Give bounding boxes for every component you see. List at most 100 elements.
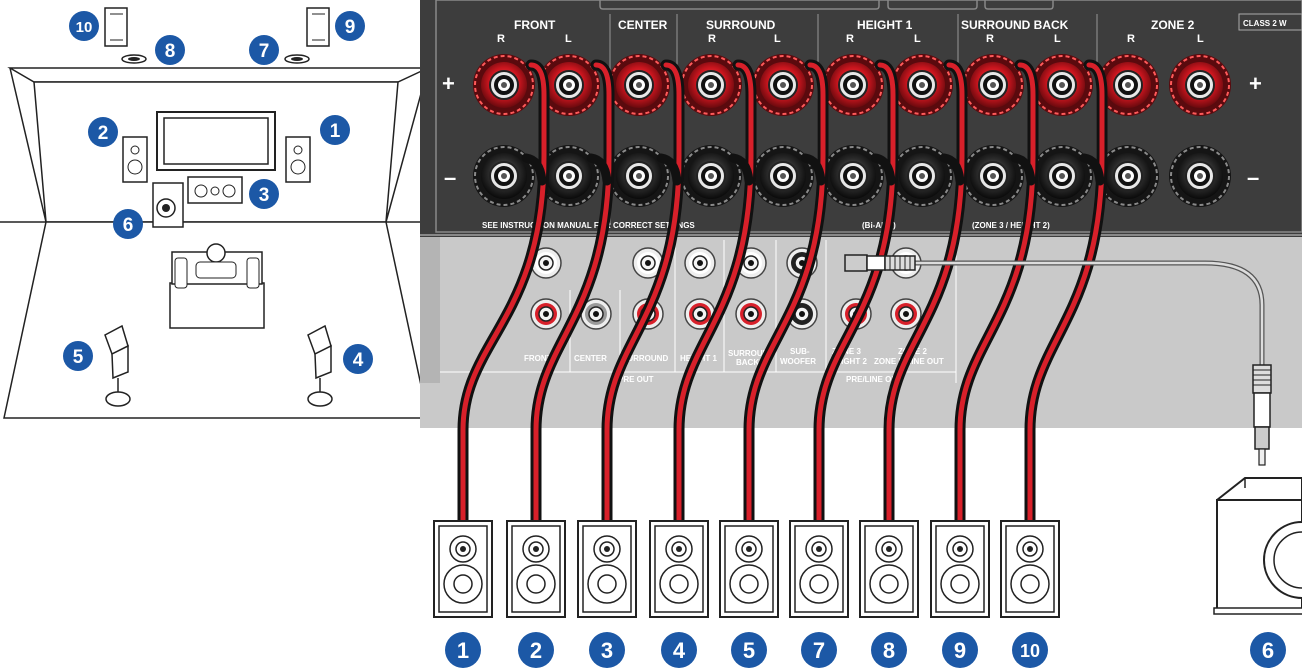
label-center: CENTER [618, 18, 668, 32]
bottom-badge-7: 7 [801, 632, 837, 668]
svg-text:5: 5 [743, 638, 755, 663]
height-left-speaker-icon [105, 8, 127, 46]
subwoofer-small-icon [153, 183, 183, 227]
preout-label-center: CENTER [574, 354, 607, 363]
front-left-speaker-icon [123, 137, 147, 182]
room-ceiling [10, 68, 428, 82]
bottom-speaker-7 [790, 521, 848, 617]
rca-plug-bottom [1253, 365, 1271, 393]
svg-text:6: 6 [123, 215, 134, 236]
svg-text:7: 7 [813, 638, 825, 663]
bottom-badge-5: 5 [731, 632, 767, 668]
terminal-red-5 [752, 54, 814, 116]
terminal-red-7 [891, 54, 953, 116]
svg-text:3: 3 [601, 638, 613, 663]
svg-text:8: 8 [165, 41, 176, 62]
bottom-badge-1: 1 [445, 632, 481, 668]
svg-text:8: 8 [883, 638, 895, 663]
ceiling-right-speaker-icon [285, 55, 309, 63]
svg-text:10: 10 [1020, 641, 1040, 661]
terminal-black-11 [1169, 145, 1231, 207]
bottom-badge-3: 3 [589, 632, 625, 668]
room-layout: 10 8 7 9 2 1 3 6 5 4 [0, 8, 432, 418]
svg-text:1: 1 [330, 121, 341, 142]
jack-sb-r [736, 299, 766, 329]
bottom-badge-8: 8 [871, 632, 907, 668]
terminal-red-9 [1031, 54, 1093, 116]
ceiling-left-speaker-icon [122, 55, 146, 63]
rca-plug-top [845, 255, 867, 271]
label-surround-back: SURROUND BACK [961, 18, 1069, 32]
note-zone3: (ZONE 3 / HEIGHT 2) [972, 221, 1050, 230]
label-surround-back-l: L [1054, 33, 1061, 45]
label-surround-l: L [774, 33, 781, 45]
bottom-speaker-8 [860, 521, 918, 617]
room-badge-8: 8 [155, 35, 185, 65]
label-height1-r: R [846, 33, 854, 45]
terminal-red-4 [680, 54, 742, 116]
svg-text:3: 3 [259, 185, 270, 206]
svg-text:5: 5 [73, 347, 84, 368]
minus-right: – [1247, 165, 1259, 190]
bottom-badge-2: 2 [518, 632, 554, 668]
terminal-red-3 [608, 54, 670, 116]
room-badge-10: 10 [69, 11, 99, 41]
label-surround-back-r: R [986, 33, 994, 45]
room-badge-7: 7 [249, 35, 279, 65]
room-badge-9: 9 [335, 11, 365, 41]
label-height1: HEIGHT 1 [857, 18, 913, 32]
bottom-speaker-4 [650, 521, 708, 617]
bottom-speaker-9 [931, 521, 989, 617]
room-badge-4: 4 [343, 344, 373, 374]
bottom-speaker-2 [507, 521, 565, 617]
preout-label-sb2: BACK [736, 358, 759, 367]
bottom-badge-9: 9 [942, 632, 978, 668]
bottom-speaker-3 [578, 521, 636, 617]
preout-label-sub1: SUB- [790, 347, 810, 356]
bottom-badge-4: 4 [661, 632, 697, 668]
bottom-speaker-1 [434, 521, 492, 617]
preout-label-sub2: WOOFER [780, 357, 816, 366]
label-surround: SURROUND [706, 18, 776, 32]
plus-left: + [442, 71, 455, 96]
svg-text:4: 4 [673, 638, 686, 663]
bottom-speaker-10 [1001, 521, 1059, 617]
label-height1-l: L [914, 33, 921, 45]
height-right-speaker-icon [307, 8, 329, 46]
svg-text:2: 2 [530, 638, 542, 663]
label-front-l: L [565, 33, 572, 45]
svg-text:4: 4 [353, 350, 364, 371]
bottom-speaker-5 [720, 521, 778, 617]
terminal-red-8 [962, 54, 1024, 116]
svg-text:9: 9 [345, 17, 356, 38]
terminal-red-11 [1169, 54, 1231, 116]
label-front-r: R [497, 33, 505, 45]
center-speaker-icon [188, 177, 242, 203]
plus-right: + [1249, 71, 1262, 96]
label-front: FRONT [514, 18, 556, 32]
room-badge-5: 5 [63, 341, 93, 371]
svg-text:9: 9 [954, 638, 966, 663]
preout-label-pre-out: PRE OUT [618, 375, 654, 384]
front-right-speaker-icon [286, 137, 310, 182]
room-badge-1: 1 [320, 115, 350, 145]
panel-lower-bevel [420, 228, 440, 383]
jack-front-r [531, 299, 561, 329]
bottom-badge-10: 10 [1012, 632, 1048, 668]
terminal-red-1 [473, 54, 535, 116]
jack-height1-l [685, 248, 715, 278]
room-badge-2: 2 [88, 117, 118, 147]
room-badge-3: 3 [249, 179, 279, 209]
label-zone2-r: R [1127, 33, 1135, 45]
svg-text:2: 2 [98, 123, 109, 144]
label-zone2-l: L [1197, 33, 1204, 45]
svg-text:10: 10 [76, 19, 93, 36]
bottom-badge-6: 6 [1250, 632, 1286, 668]
room-badge-6: 6 [113, 209, 143, 239]
minus-left: – [444, 165, 456, 190]
sofa-icon [170, 244, 264, 328]
terminal-red-6 [822, 54, 884, 116]
bottom-number-badges: 1 2 3 4 5 7 8 9 10 6 [445, 632, 1286, 668]
